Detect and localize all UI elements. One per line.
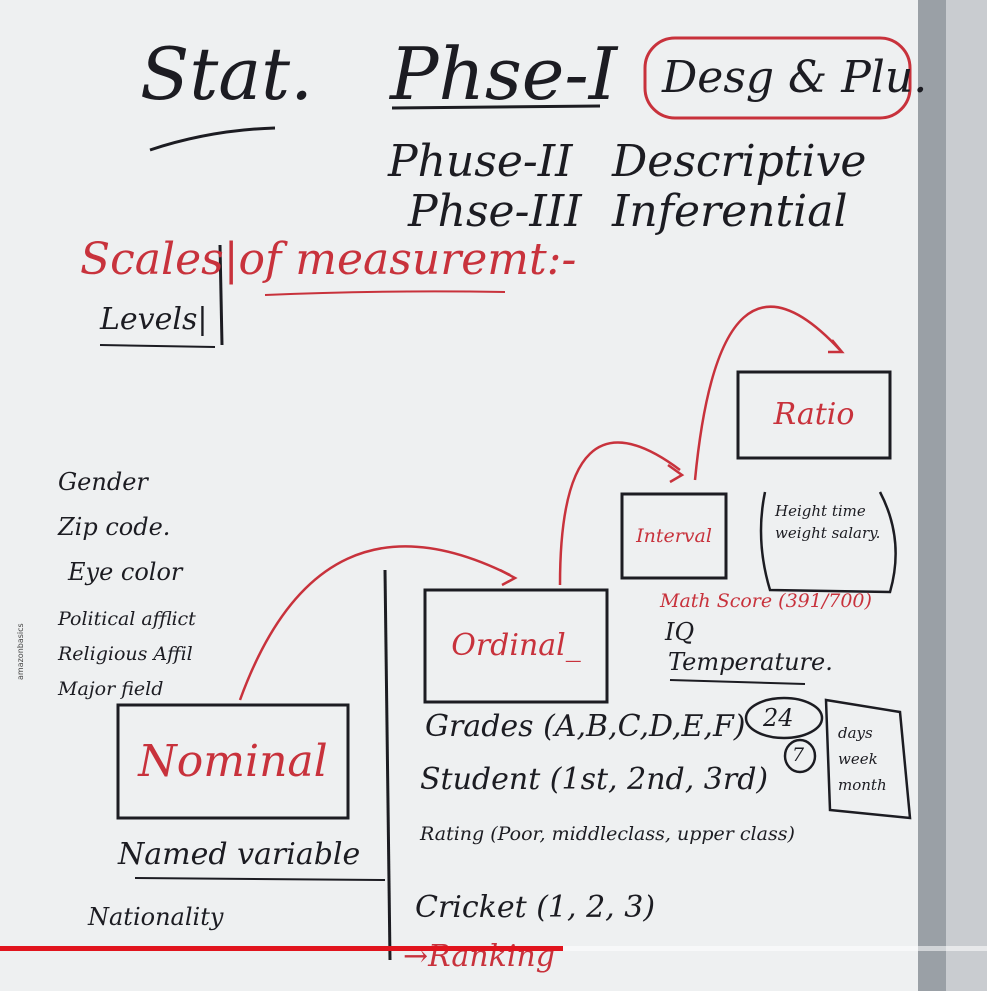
video-progress-played[interactable]	[0, 946, 563, 951]
interval-example: Temperature.	[668, 648, 833, 676]
ordinal-example: Cricket (1, 2, 3)	[415, 890, 656, 925]
phase-1-description: Desg & Plu.	[662, 52, 928, 103]
bracket-note: days week month	[838, 724, 887, 794]
ordinal-example: Student (1st, 2nd, 3rd)	[420, 762, 769, 797]
interval-example: Math Score (391/700)	[660, 590, 872, 612]
ratio-box-label: Ratio	[773, 397, 855, 432]
ordinal-box-label: Ordinal_	[451, 628, 581, 663]
phase-2-label: Phuse-II	[388, 136, 573, 187]
stat-title: Stat.	[140, 32, 314, 116]
phase-1-title: Phse-I	[390, 32, 618, 116]
video-progress-buffered[interactable]	[562, 946, 987, 951]
nominal-example: Political afflict	[58, 608, 196, 630]
nominal-example: Religious Affil	[58, 643, 193, 665]
ordinal-example: Grades (A,B,C,D,E,F)	[425, 709, 746, 744]
phase-3-description: Inferential	[612, 186, 848, 237]
nominal-example: Major field	[58, 678, 164, 700]
interval-example: IQ	[665, 618, 695, 646]
circle-note-24: 24	[763, 704, 794, 732]
interval-box-label: Interval	[636, 524, 712, 547]
ratio-example: Height time weight salary.	[775, 502, 881, 542]
nominal-example: Eye color	[68, 558, 183, 586]
vertical-brand-text: amazonbasics	[16, 623, 25, 680]
ordinal-example: Rating (Poor, middleclass, upper class)	[420, 823, 795, 845]
phase-3-label: Phse-III	[408, 186, 582, 237]
scales-heading: Scales|of measuremt:-	[80, 234, 577, 285]
nominal-example: Zip code.	[58, 513, 171, 541]
named-variable-note: Named variable	[118, 837, 361, 872]
nominal-box-label: Nominal	[138, 735, 328, 787]
nationality-note: Nationality	[88, 903, 224, 931]
levels-label: Levels|	[100, 302, 208, 337]
circle-note-7: 7	[792, 744, 805, 766]
nominal-example: Gender	[58, 468, 148, 496]
phase-2-description: Descriptive	[612, 136, 867, 187]
